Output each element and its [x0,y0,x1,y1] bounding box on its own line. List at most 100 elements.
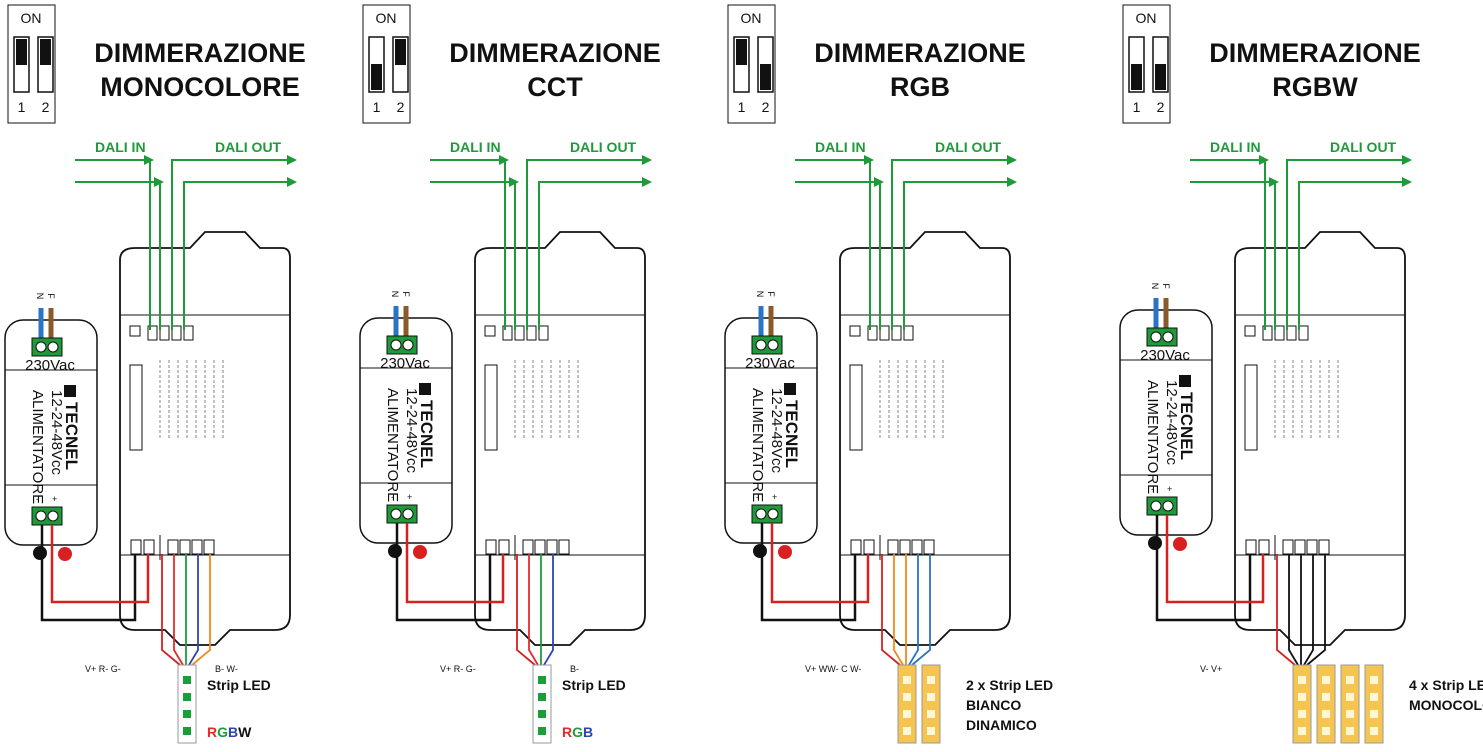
strip-color-letter: G [572,724,583,740]
dc-minus-wire [395,523,492,622]
panel-title-line1: DIMMERAZIONE [449,38,661,68]
dali-terminal [171,325,182,341]
dali-terminal [1298,325,1309,341]
psu-name: ALIMENTATORE [384,388,401,502]
minus-icon [388,544,402,558]
output-wire [1276,554,1296,666]
dali-out-wire-1 [1286,155,1412,330]
screw-icon [47,510,59,522]
psu-voltage: 230Vac [1140,347,1190,364]
plus-icon [1173,537,1187,551]
led-chip [1322,676,1330,684]
power-terminal-minus [485,539,497,555]
push-terminal [849,325,861,337]
screw-icon [1162,500,1174,512]
led-output-terminal [522,539,534,555]
power-terminal-plus [863,539,875,555]
output-wire [1288,554,1299,666]
spec-table [1244,364,1258,451]
dip-lever-2 [760,64,771,90]
dc-minus-wire [1155,515,1252,622]
led-chip [1370,727,1378,735]
push-terminal [484,325,496,337]
dip-lever-1 [371,64,382,90]
dali-in-label: DALI IN [95,139,146,155]
led-output-terminal [203,539,215,555]
dip-pos-1: 1 [373,99,381,115]
dali-terminal [147,325,158,341]
led-chip [1322,693,1330,701]
led-chip [183,693,191,701]
strip-pins-right: B- W- [215,664,238,674]
led-chip [538,676,546,684]
led-output-terminal [558,539,570,555]
dip-pos-1: 1 [18,99,26,115]
strip-color-letter: W [238,724,252,740]
strip-label-line1: 4 x Strip LED [1409,677,1483,693]
neutral-label: N [755,291,765,298]
dali-terminal [538,325,549,341]
screw-icon [1150,331,1162,343]
push-terminal [1244,325,1256,337]
led-chip [183,676,191,684]
dip-lever-1 [16,39,27,65]
screw-icon [755,508,767,520]
dip-pos-2: 2 [762,99,770,115]
dali-terminal [891,325,902,341]
dali-terminal [867,325,878,341]
dali-out-wire-1 [526,155,652,330]
output-wire [543,554,554,666]
led-output-terminal [911,539,923,555]
panel-title-line1: DIMMERAZIONE [1209,38,1421,68]
dc-plus-wire [770,523,870,604]
psu-spec: 12-24-48Vcc [768,388,785,474]
strip-color-letter: R [562,724,572,740]
led-chip [903,727,911,735]
dali-in-label: DALI IN [450,139,501,155]
led-output-terminal [899,539,911,555]
dali-out-wire-2 [903,177,1017,330]
screw-icon [47,341,59,353]
plus-icon [778,545,792,559]
led-chip [927,693,935,701]
spec-table [129,364,143,451]
led-output-terminal [191,539,203,555]
led-strip [1292,664,1312,744]
psu-brand: TECNEL [1177,392,1196,460]
dali-terminal [1286,325,1297,341]
dali-terminal [183,325,194,341]
dali-terminal [526,325,537,341]
power-terminal-plus [498,539,510,555]
dip-on-label: ON [376,10,397,26]
screw-icon [402,508,414,520]
led-chip [1370,676,1378,684]
led-chip [183,727,191,735]
led-strip [1316,664,1336,744]
dip-lever-2 [395,39,406,65]
screw-icon [35,341,47,353]
tecnel-logo-icon [784,383,796,395]
dip-lever-1 [736,39,747,65]
phase-label: F [766,291,776,297]
led-output-terminal [923,539,935,555]
power-terminal-plus [143,539,155,555]
dali-controller [1234,231,1406,646]
psu-minus-label: - [1151,484,1154,494]
panel-title-line1: DIMMERAZIONE [814,38,1026,68]
dali-terminal [159,325,170,341]
dip-lever-2 [1155,64,1166,90]
led-strip [1340,664,1360,744]
plus-icon [413,545,427,559]
psu-minus-label: - [756,492,759,502]
dali-terminal [502,325,513,341]
dip-pos-1: 1 [738,99,746,115]
